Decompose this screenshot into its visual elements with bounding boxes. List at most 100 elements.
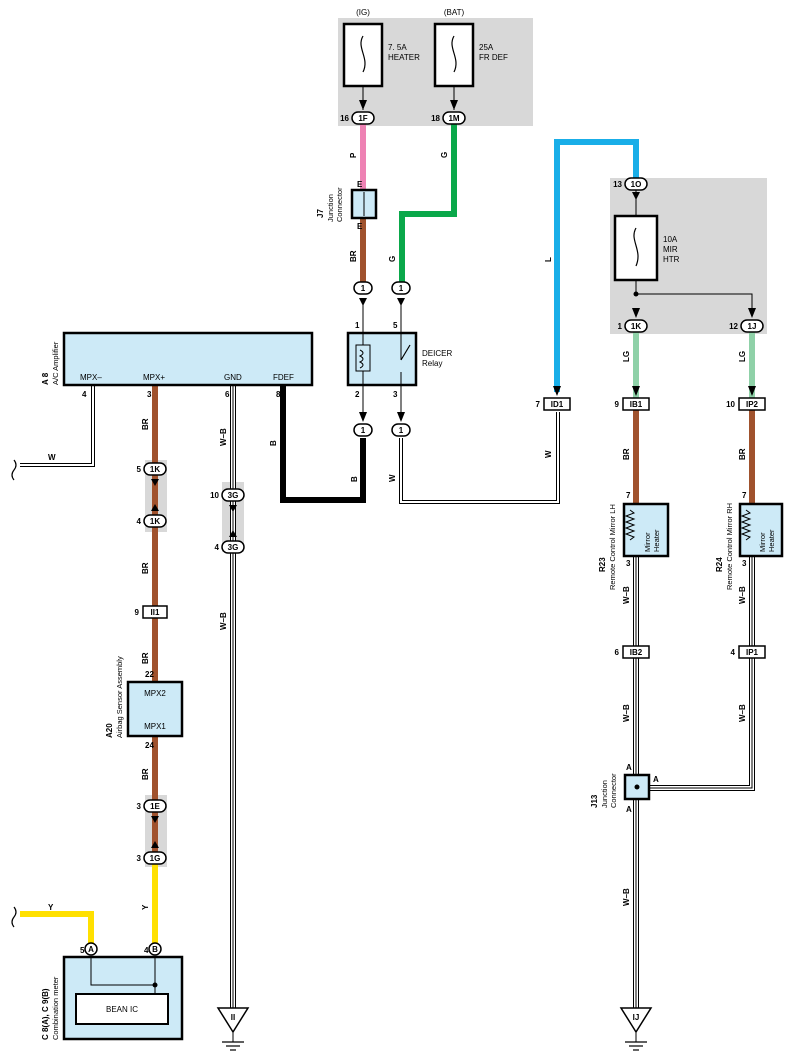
ground-ij [619,1007,653,1051]
connector-ovals [84,111,764,956]
conn-id1: ID1 [551,400,564,409]
fuse-frdef-name: FR DEF [479,53,508,62]
mirror-lh-heater2: Heater [652,529,661,552]
mirror-lh-label: Remote Control Mirror LH [608,504,617,590]
conn-id1-pin: 7 [536,400,541,409]
svg-text:B: B [269,440,278,446]
pin-12: 12 [729,322,738,331]
conn-1k-mir: 1K [631,322,641,331]
fuse-heater-name: HEATER [388,53,420,62]
conn-1k-bot-pin: 4 [137,517,142,526]
conn-1g-pin: 3 [137,854,142,863]
svg-text:Y: Y [48,903,54,912]
wire-white-outer [399,412,560,504]
j13-label1: Junction [600,780,609,808]
combo-pin-5: 5 [80,946,85,955]
relay-label1: DEICER [422,349,452,358]
mir-fuse-name1: MIR [663,245,678,254]
relay-pin-1: 1 [355,321,360,330]
airbag-sensor [126,680,184,738]
wire-break-icon [11,906,17,928]
fuse-heater-rating: 7. 5A [388,43,407,52]
svg-text:W: W [388,474,397,482]
conn-ib2: IB2 [630,648,643,657]
fuse-heater-supply: (IG) [356,8,370,17]
relay-label2: Relay [422,359,442,368]
pin-1: 1 [618,322,623,331]
svg-text:W: W [48,453,56,462]
svg-text:B: B [350,476,359,482]
fuse-mir-htr [613,214,659,294]
airbag-pin-22: 22 [145,670,154,679]
j7-label1: Junction [326,194,335,222]
relay-conn-b: 1 [399,284,404,293]
combo-label: Combination meter [51,976,60,1040]
conn-1o: 1O [631,180,642,189]
conn-1f: 1F [358,114,367,123]
mirror-lh [622,502,670,558]
wire-black [280,385,366,503]
conn-3g-top-pin: 10 [210,491,219,500]
conn-3g-bot-pin: 4 [215,543,220,552]
conn-1k-top: 1K [150,465,160,474]
j7-label2: Connector [335,187,344,222]
conn-1m: 1M [448,114,459,123]
svg-text:LG: LG [738,351,747,362]
ac-amplifier [62,331,314,387]
mirror-rh-code: R24 [715,557,724,572]
pin-13: 13 [613,180,622,189]
wire-blue [554,139,639,392]
conn-ib2-pin: 6 [615,648,620,657]
wire-color-labels: P G BR G L LG LG BR W–B B B W W BR BR BR… [48,152,747,912]
conn-1k-top-pin: 5 [137,465,142,474]
mirror-lh-code: R23 [598,557,607,572]
conn-ii1: II1 [151,608,160,617]
j13-a-top: A [626,763,632,772]
combo-pin-4: 4 [144,946,149,955]
connector-arrows [151,100,756,848]
amp-pin-6: 6 [225,390,230,399]
conn-ib1: IB1 [630,400,643,409]
j13-code: J13 [590,794,599,808]
svg-text:BR: BR [141,652,150,664]
amp-terminal-fdef: FDEF [273,373,294,382]
combo-pin-b: B [152,945,158,954]
conn-ip2-pin: 10 [726,400,735,409]
svg-text:W–B: W–B [219,428,228,446]
ground-ii [216,1007,250,1051]
amp-pin-3: 3 [147,390,152,399]
conn-ip1-pin: 4 [731,648,736,657]
svg-text:W: W [544,450,553,458]
j7-pin-e-top: E [357,180,363,189]
svg-text:BR: BR [622,448,631,460]
svg-text:BR: BR [141,768,150,780]
amp-terminal-mpx-minus: MPX– [80,373,102,382]
amp-terminal-gnd: GND [224,373,242,382]
svg-text:G: G [388,256,397,262]
svg-text:W–B: W–B [219,612,228,630]
mirror-lh-heater1: Mirror [643,532,652,552]
conn-ip2: IP2 [746,400,759,409]
j7-pin-e-bot: E [357,222,363,231]
amp-label: A/C Amplifier [51,341,60,385]
svg-text:L: L [544,257,553,262]
airbag-mpx1: MPX1 [144,722,166,731]
wire-yellow-a [20,911,94,950]
conn-1g: 1G [150,854,161,863]
fuse-frdef-rating: 25A [479,43,494,52]
mir-fuse-name2: HTR [663,255,680,264]
svg-text:BR: BR [141,418,150,430]
svg-text:Y: Y [141,904,150,910]
svg-text:W–B: W–B [622,586,631,604]
airbag-pin-24: 24 [145,741,154,750]
svg-text:BR: BR [141,562,150,574]
wire-break-icon [11,459,17,481]
airbag-mpx2: MPX2 [144,689,166,698]
svg-text:P: P [349,152,358,158]
pin-18: 18 [431,114,440,123]
j13-label2: Connector [609,773,618,808]
mirror-rh [738,502,784,558]
conn-1j: 1J [748,322,757,331]
amp-code: A 8 [41,372,50,385]
relay-pin-3: 3 [393,390,398,399]
